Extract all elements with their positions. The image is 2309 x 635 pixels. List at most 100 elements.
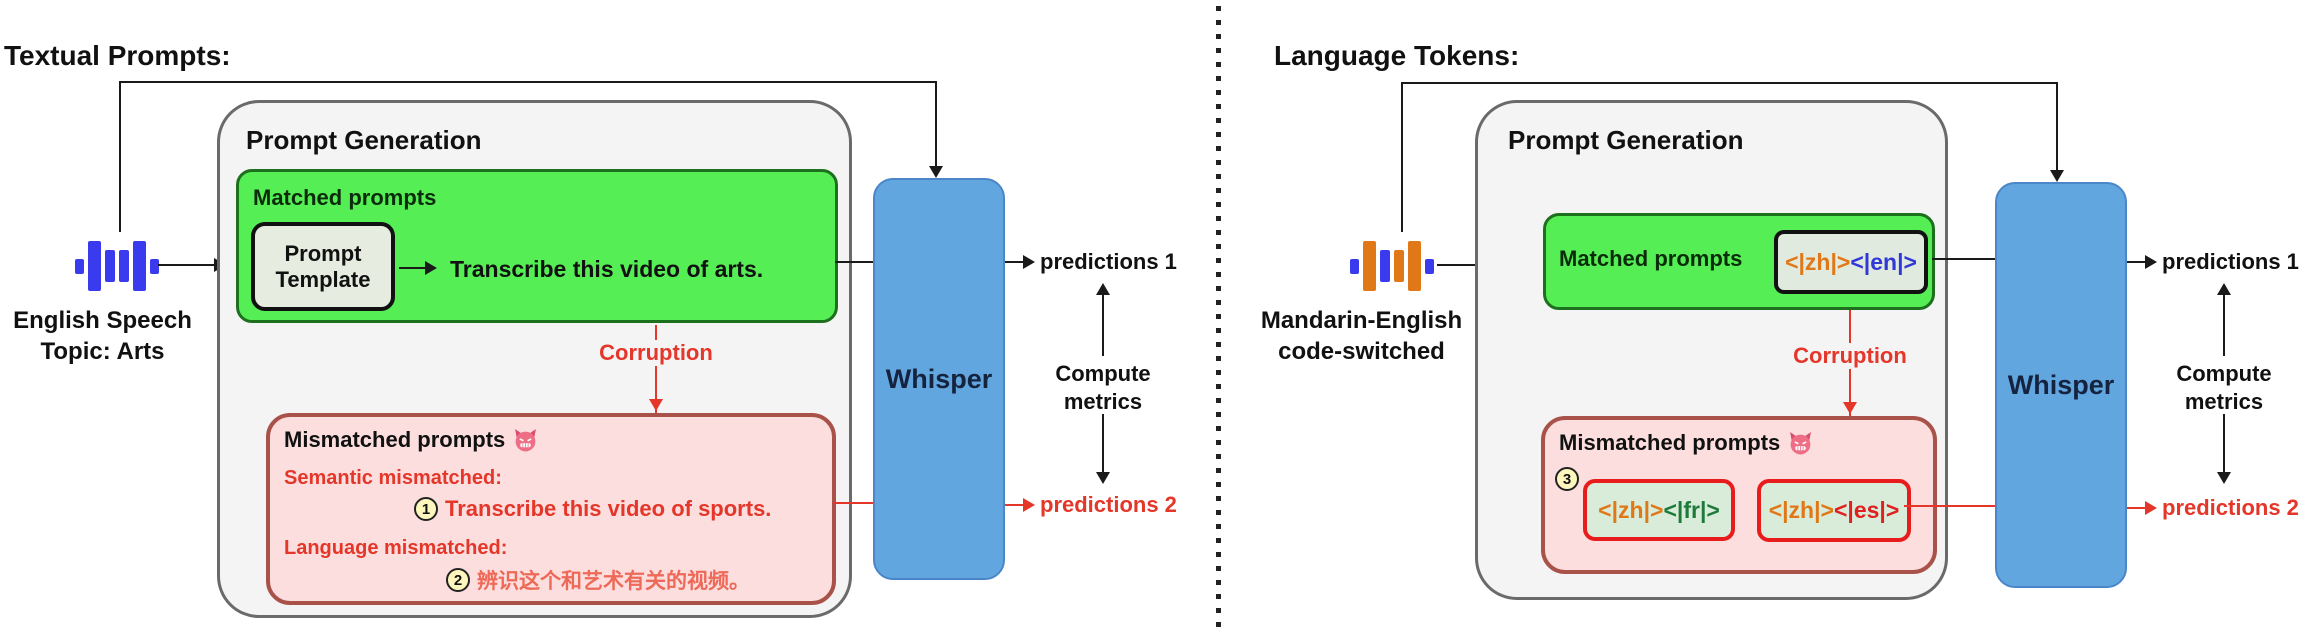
left-metrics-up-line	[1102, 293, 1104, 356]
waveform-bar	[1394, 250, 1404, 282]
right-metrics-down-arrowhead	[2217, 472, 2231, 484]
right-matched-prompts-title: Matched prompts	[1559, 246, 1743, 271]
right-metrics-up-line	[2223, 293, 2225, 356]
left-mismatched-to-whisper-line	[833, 502, 875, 504]
left-whisper-label: Whisper	[885, 363, 993, 394]
left-audio-up-line	[119, 81, 121, 232]
left-compute-metrics-label: Compute metrics	[1038, 360, 1168, 416]
left-audio-to-whisper-arrowhead	[929, 166, 943, 178]
right-audio-top-line	[1401, 82, 2058, 84]
token-zh: <|zh|>	[1598, 496, 1664, 523]
left-predictions2-label: predictions 2	[1040, 492, 1177, 517]
left-pred2-arrowhead	[1023, 498, 1035, 512]
left-source-label-line1: English Speech	[13, 307, 192, 334]
compute-line2: metrics	[2184, 389, 2264, 414]
right-audio-waveform-icon	[1350, 240, 1434, 292]
right-matched-prompts-box: Matched prompts <|zh|><|en|>	[1543, 213, 1935, 310]
left-prompt-generation-box: Prompt Generation Matched prompts Prompt…	[217, 100, 852, 618]
right-mismatched-title: Mismatched prompts	[1559, 430, 1781, 455]
left-matched-prompts-box: Matched prompts Prompt Template Transcri…	[236, 169, 838, 323]
left-metrics-up-arrowhead	[1096, 283, 1110, 295]
left-whisper-box: Whisper	[873, 178, 1005, 580]
right-compute-metrics-label: Compute metrics	[2159, 360, 2289, 416]
semantic-mismatched-item: 1 Transcribe this video of sports.	[414, 496, 771, 522]
semantic-mismatched-text: Transcribe this video of sports.	[445, 496, 772, 521]
waveform-bar	[1408, 241, 1421, 291]
left-mismatched-title: Mismatched prompts	[284, 427, 506, 452]
left-audio-to-promptgen-line	[158, 264, 216, 266]
token-es: <|es|>	[1833, 497, 1900, 523]
right-whisper-label: Whisper	[2007, 369, 2115, 400]
left-audio-waveform-icon	[75, 240, 159, 292]
waveform-bar	[1363, 241, 1376, 291]
left-source-label: English Speech Topic: Arts	[0, 305, 205, 367]
language-mismatched-text: 辨识这个和艺术有关的视频。	[477, 570, 750, 593]
right-corruption-arrowhead	[1843, 402, 1857, 414]
compute-line2: metrics	[1063, 389, 1143, 414]
right-whisper-box: Whisper	[1995, 182, 2127, 588]
prompt-template-line2: Template	[275, 266, 371, 292]
right-metrics-down-line	[2223, 414, 2225, 474]
token-fr: <|fr|>	[1663, 496, 1720, 523]
matched-language-token-box: <|zh|><|en|>	[1774, 230, 1928, 294]
waveform-bar	[1350, 258, 1359, 274]
left-prompt-generation-title: Prompt Generation	[246, 125, 482, 155]
right-pred1-arrowhead	[2145, 255, 2157, 269]
matched-prompt-text: Transcribe this video of arts.	[450, 256, 764, 282]
left-predictions1-label: predictions 1	[1040, 249, 1177, 274]
semantic-mismatched-label: Semantic mismatched:	[284, 467, 502, 489]
right-source-label-line1: Mandarin-English	[1260, 307, 1463, 334]
right-prompt-generation-box: Prompt Generation Matched prompts <|zh|>…	[1475, 100, 1948, 600]
left-corruption-line	[655, 325, 657, 499]
language-mismatched-item: 2 辨识这个和艺术有关的视频。	[446, 565, 750, 595]
mismatched-token-box-fr: <|zh|><|fr|>	[1583, 479, 1735, 541]
waveform-bar	[119, 250, 129, 282]
right-matched-to-whisper-line	[1932, 258, 1995, 260]
circled-number-3: 3	[1555, 467, 1579, 491]
left-audio-to-whisper-line	[935, 81, 937, 168]
mismatched-token-box-es: <|zh|><|es|>	[1757, 479, 1911, 542]
left-metrics-down-line	[1102, 414, 1104, 474]
left-pred2-line	[1005, 504, 1025, 506]
waveform-bar	[75, 258, 84, 274]
right-pred2-arrowhead	[2145, 501, 2157, 515]
waveform-bar	[133, 241, 146, 291]
devil-emoji-icon	[515, 428, 537, 451]
prompt-template-line1: Prompt	[284, 240, 362, 266]
waveform-bar	[88, 241, 101, 291]
left-mismatched-prompts-box: Mismatched prompts Semantic mismatched: …	[266, 413, 836, 605]
right-pred1-line	[2127, 261, 2147, 263]
right-prompt-generation-title: Prompt Generation	[1508, 125, 1744, 155]
right-metrics-up-arrowhead	[2217, 283, 2231, 295]
waveform-bar	[1380, 250, 1390, 282]
right-mismatched-title-row: Mismatched prompts	[1559, 430, 1813, 456]
template-to-text-line	[399, 267, 427, 269]
left-corruption-arrowhead	[649, 399, 663, 411]
right-audio-to-whisper-line	[2056, 82, 2058, 170]
right-panel-title: Language Tokens:	[1274, 40, 1520, 71]
devil-emoji-icon	[1790, 431, 1812, 454]
right-predictions1-label: predictions 1	[2162, 249, 2299, 274]
left-audio-top-line	[119, 81, 937, 83]
left-corruption-label: Corruption	[598, 340, 714, 366]
prompt-template-box: Prompt Template	[251, 222, 395, 311]
left-panel-title: Textual Prompts:	[4, 40, 231, 71]
language-mismatched-label: Language mismatched:	[284, 537, 508, 559]
left-matched-prompts-title: Matched prompts	[253, 185, 437, 210]
right-mismatched-prompts-box: Mismatched prompts 3 <|zh|><|fr|> <|zh|>…	[1541, 416, 1937, 574]
waveform-bar	[150, 258, 159, 274]
template-to-text-arrowhead	[425, 261, 437, 275]
right-mismatched-to-whisper-line	[1904, 505, 1995, 507]
left-source-label-line2: Topic: Arts	[40, 338, 165, 365]
circled-number-2: 2	[446, 568, 470, 592]
right-predictions2-label: predictions 2	[2162, 495, 2299, 520]
left-metrics-down-arrowhead	[1096, 472, 1110, 484]
left-mismatched-title-row: Mismatched prompts	[284, 427, 538, 453]
left-pred1-arrowhead	[1023, 255, 1035, 269]
token-zh: <|zh|>	[1785, 248, 1851, 275]
waveform-bar	[105, 250, 115, 282]
right-audio-up-line	[1401, 82, 1403, 232]
dotted-divider	[1216, 6, 1221, 630]
waveform-bar	[1425, 258, 1434, 274]
